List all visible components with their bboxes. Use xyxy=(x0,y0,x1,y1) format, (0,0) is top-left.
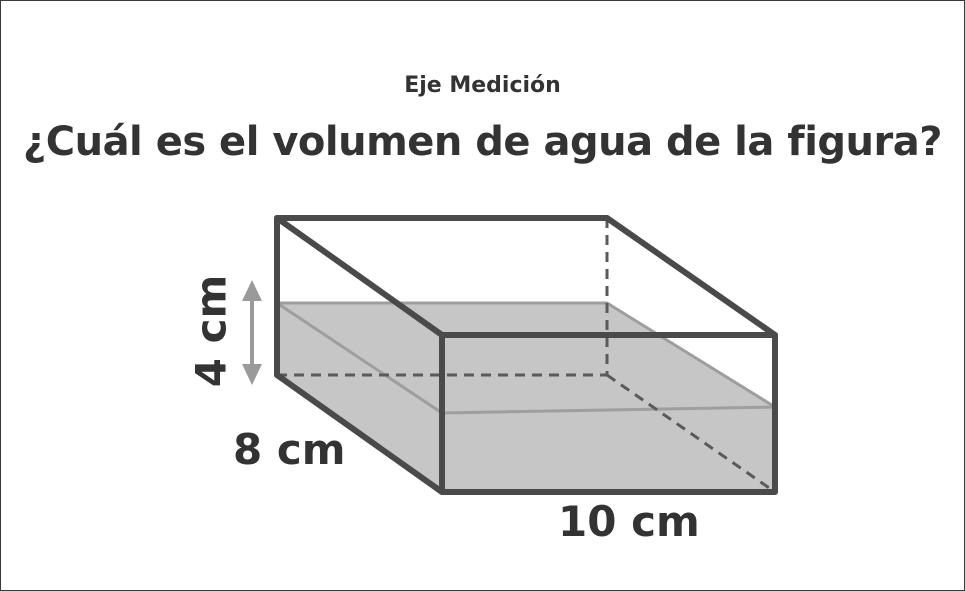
hidden-edges xyxy=(277,218,776,494)
water-front-face xyxy=(442,407,775,492)
height-arrow xyxy=(242,280,262,385)
arrow-up-head xyxy=(242,280,262,301)
depth-label: 8 cm xyxy=(233,425,346,474)
water-surface-right-edge xyxy=(441,405,776,415)
water-left-face xyxy=(277,303,442,492)
hidden-right-bottom-edge xyxy=(606,373,776,494)
question-text: ¿Cuál es el volumen de agua de la figura… xyxy=(23,119,942,165)
subject-header: Eje Medición xyxy=(404,73,561,98)
left-bottom-edge xyxy=(274,372,445,495)
arrow-down-head xyxy=(242,364,262,385)
water-volume xyxy=(276,301,776,492)
height-label: 4 cm xyxy=(187,275,236,388)
front-face-outline xyxy=(439,332,778,495)
water-surface-front-edge xyxy=(276,301,443,415)
visible-edges xyxy=(274,215,778,495)
width-label: 10 cm xyxy=(558,497,700,546)
